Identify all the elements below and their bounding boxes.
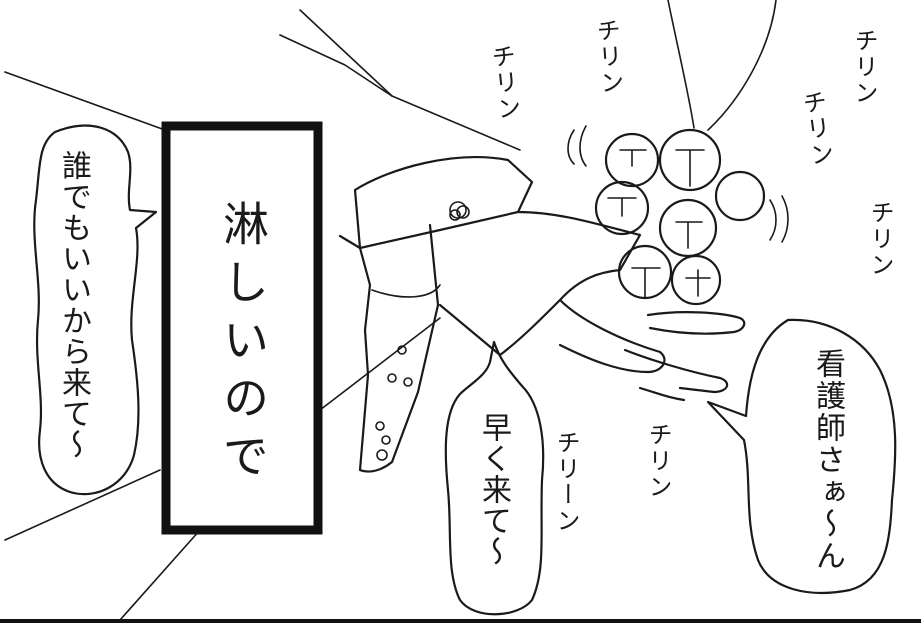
sfx-chirin-6: チリーン — [552, 430, 580, 534]
sfx-chirin-1: チリン — [486, 42, 522, 124]
speech-text-right: 看護師さぁ〜ん — [810, 348, 845, 572]
speech-bubble-left — [33, 124, 158, 496]
bells-cluster — [567, 0, 789, 306]
placard-frame — [161, 121, 323, 535]
sfx-chirin-3: チリン — [850, 28, 878, 106]
speech-bubble-middle — [444, 340, 545, 616]
sfx-chirin-2: チリン — [591, 17, 625, 97]
background-lines — [4, 9, 521, 621]
speech-text-middle: 早く来て〜 — [476, 412, 511, 567]
sfx-chirin-5: チリン — [866, 200, 894, 278]
arm-and-cuff — [338, 156, 746, 473]
speech-bubble-right — [706, 318, 897, 594]
sfx-chirin-7: チリン — [644, 422, 672, 500]
speech-text-left: 誰でもいいから来て〜 — [56, 150, 91, 460]
placard-text: 淋しいので — [216, 200, 270, 490]
